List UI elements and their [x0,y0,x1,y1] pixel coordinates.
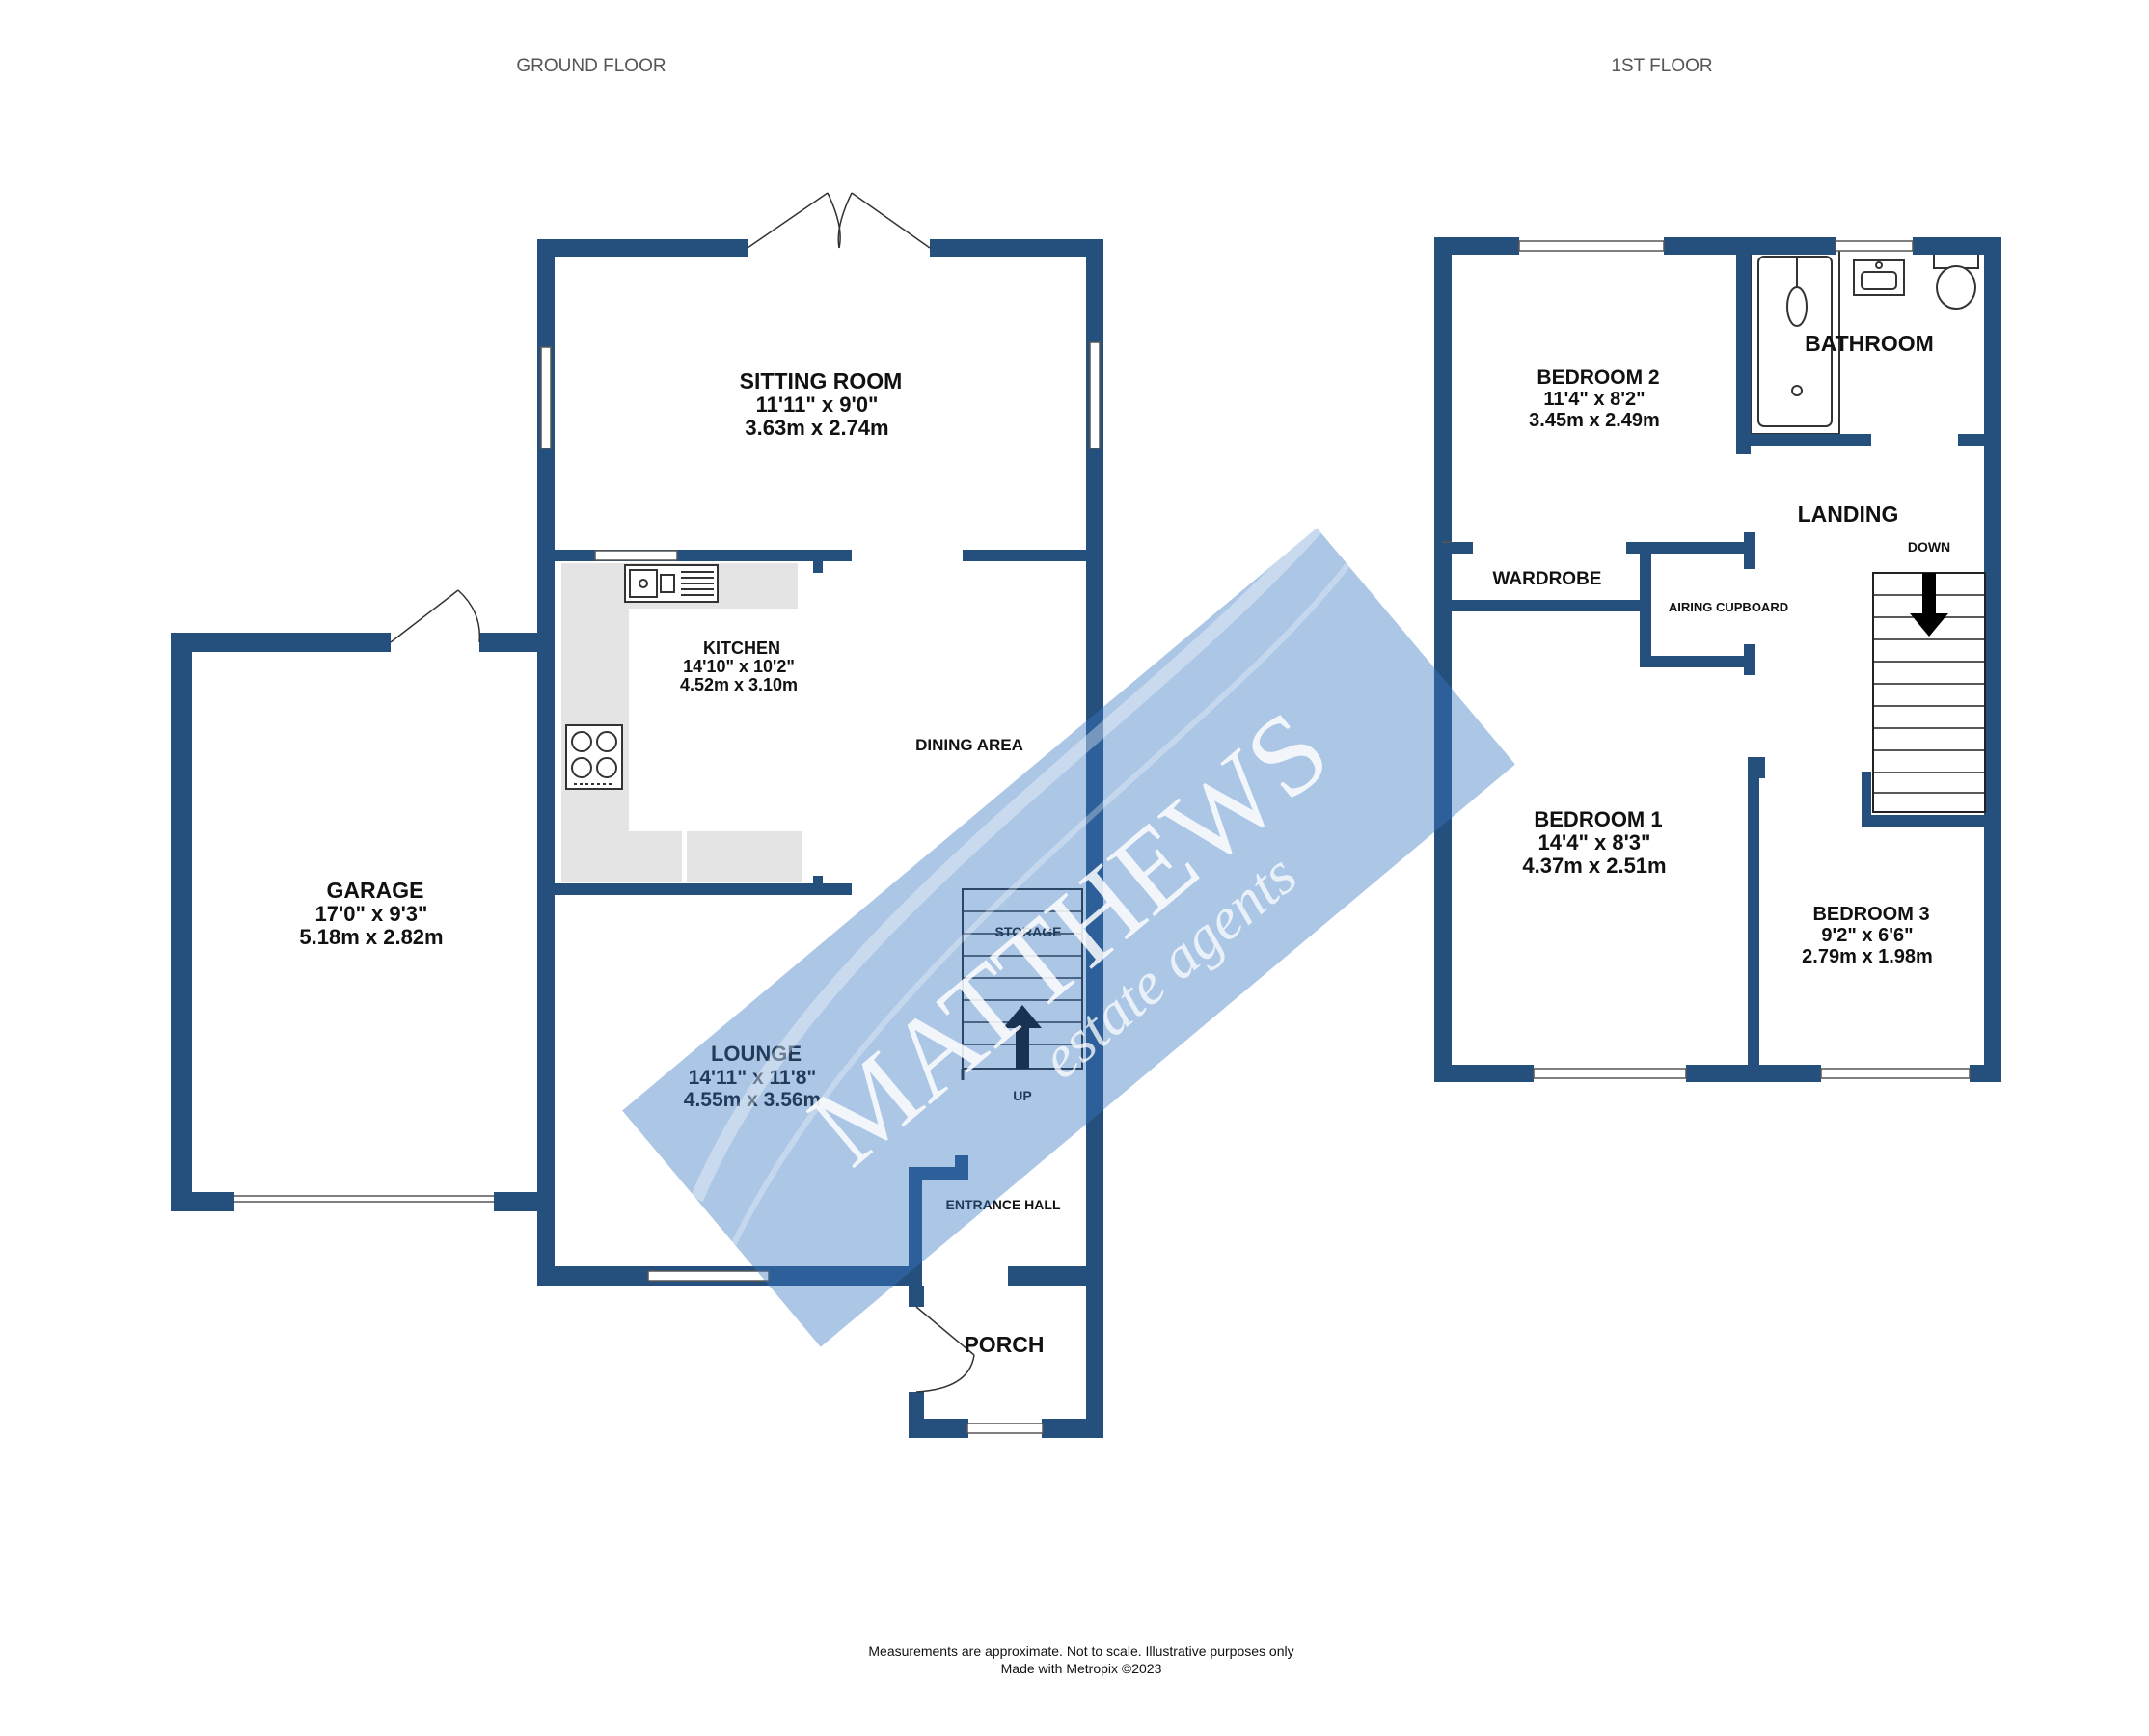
sitting-room-name: SITTING ROOM [740,368,903,393]
storage-stairs [961,888,1083,1080]
bedroom2-name: BEDROOM 2 [1537,366,1659,389]
wardrobe-name: WARDROBE [1493,569,1602,589]
sink-icon [624,564,719,603]
bedroom1-name: BEDROOM 1 [1534,807,1662,831]
kitchen-imperial: 14'10" x 10'2" [683,657,795,676]
first-windows [1442,240,1971,1079]
kitchen-name: KITCHEN [703,638,780,658]
first-floor-title: 1ST FLOOR [1611,56,1712,76]
bedroom1-metric: 4.37m x 2.51m [1522,854,1666,878]
hob-icon [565,724,623,790]
kitchen-metric: 4.52m x 3.10m [680,675,798,694]
lounge-metric: 4.55m x 3.56m [684,1089,821,1111]
down-arrow-icon [1910,573,1948,637]
airing-cupboard-name: AIRING CUPBOARD [1669,600,1788,614]
toilet-icon [1933,252,1979,310]
storage-name: STORAGE [995,924,1062,939]
ground-walls [171,239,1103,1438]
bedroom2-imperial: 11'4" x 8'2" [1543,389,1645,410]
bedroom3-name: BEDROOM 3 [1812,904,1929,925]
landing-name: LANDING [1798,502,1899,527]
ground-floor-plan [171,192,1103,1438]
garage-name: GARAGE [327,878,424,903]
ground-floor-title: GROUND FLOOR [516,56,666,76]
dining-area-name: DINING AREA [915,736,1023,754]
up-arrow-icon [1003,1005,1042,1069]
sitting-room-imperial: 11'11" x 9'0" [756,393,879,417]
bedroom1-imperial: 14'4" x 8'3" [1538,830,1651,854]
landing-stairs [1872,572,1986,813]
garage-metric: 5.18m x 2.82m [299,925,443,949]
porch-name: PORCH [964,1332,1044,1357]
footer-credit: Made with Metropix ©2023 [1001,1661,1162,1676]
bathroom-name: BATHROOM [1805,331,1934,356]
first-labels: BEDROOM 2 11'4" x 8'2" 3.45m x 2.49m BAT… [1493,331,1951,967]
watermark-band [622,528,1515,1347]
basin-icon [1853,259,1905,296]
kitchen-worktops [561,563,802,882]
first-floor-plan [1434,237,2001,1082]
garage-imperial: 17'0" x 9'3" [315,902,428,926]
entrance-hall-name: ENTRANCE HALL [946,1197,1061,1212]
bedroom3-imperial: 9'2" x 6'6" [1821,925,1913,946]
bedroom3-metric: 2.79m x 1.98m [1802,946,1933,967]
first-walls [1434,237,2001,1082]
lounge-imperial: 14'11" x 11'8" [689,1067,817,1089]
up-label: UP [1013,1088,1031,1103]
sitting-room-metric: 3.63m x 2.74m [745,416,888,440]
ground-labels: SITTING ROOM 11'11" x 9'0" 3.63m x 2.74m… [299,368,1061,1357]
ground-windows [234,341,1101,1434]
down-label: DOWN [1908,539,1950,555]
lounge-name: LOUNGE [711,1042,802,1066]
ground-doors [390,192,975,1393]
footer-disclaimer: Measurements are approximate. Not to sca… [868,1643,1293,1659]
bedroom2-metric: 3.45m x 2.49m [1529,410,1660,431]
